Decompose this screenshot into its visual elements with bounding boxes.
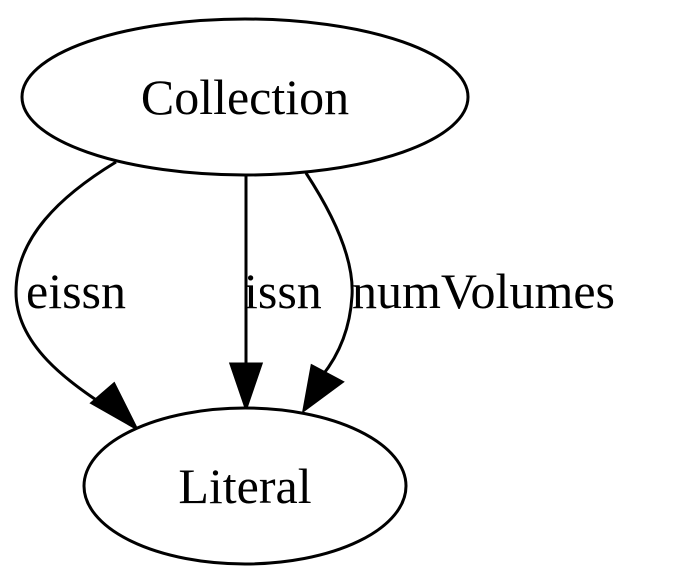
edge-eissn-line	[14, 160, 119, 416]
node-collection-shape	[20, 17, 470, 177]
edge-numvolumes-arrowhead	[301, 363, 345, 414]
edge-eissn: eissn	[14, 160, 140, 432]
node-literal-shape	[82, 406, 408, 566]
edge-eissn-arrowhead	[89, 381, 140, 432]
edge-numvolumes: numVolumes	[301, 172, 615, 414]
node-collection: Collection	[20, 17, 470, 177]
edge-issn-arrowhead	[228, 362, 264, 413]
node-literal-label: Literal	[178, 458, 311, 514]
edge-issn: issn	[228, 175, 322, 413]
node-collection-label: Collection	[141, 69, 349, 125]
edge-numvolumes-label: numVolumes	[352, 263, 615, 319]
edge-eissn-label: eissn	[26, 263, 126, 319]
edge-issn-label: issn	[244, 263, 322, 319]
node-literal: Literal	[82, 406, 408, 566]
edge-numvolumes-line	[304, 172, 354, 377]
